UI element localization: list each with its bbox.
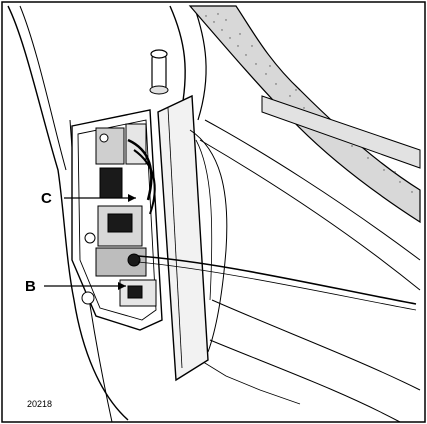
pillar-line-2 <box>193 5 207 121</box>
callout-c-label: C <box>41 190 52 207</box>
tool-rod <box>137 255 417 305</box>
door-post <box>157 94 209 382</box>
glass-guide <box>189 129 228 353</box>
sheet-line-2 <box>199 139 421 291</box>
sill-line <box>199 359 301 405</box>
lock-mechanism <box>81 123 157 307</box>
leader-arrow-c <box>128 194 136 202</box>
wire-harness <box>127 138 153 201</box>
figure-reference-number: 20218 <box>27 399 53 409</box>
sheet-line-1 <box>204 119 421 261</box>
channel-rail <box>261 95 421 169</box>
sheet-line-3 <box>211 299 421 391</box>
sheet-line-4 <box>209 339 401 423</box>
leader-arrow-b <box>118 282 126 290</box>
door-edge-outer <box>7 5 129 421</box>
callout-b-label: B <box>25 278 36 295</box>
door-stud <box>149 49 169 95</box>
door-edge-inner <box>19 5 67 171</box>
